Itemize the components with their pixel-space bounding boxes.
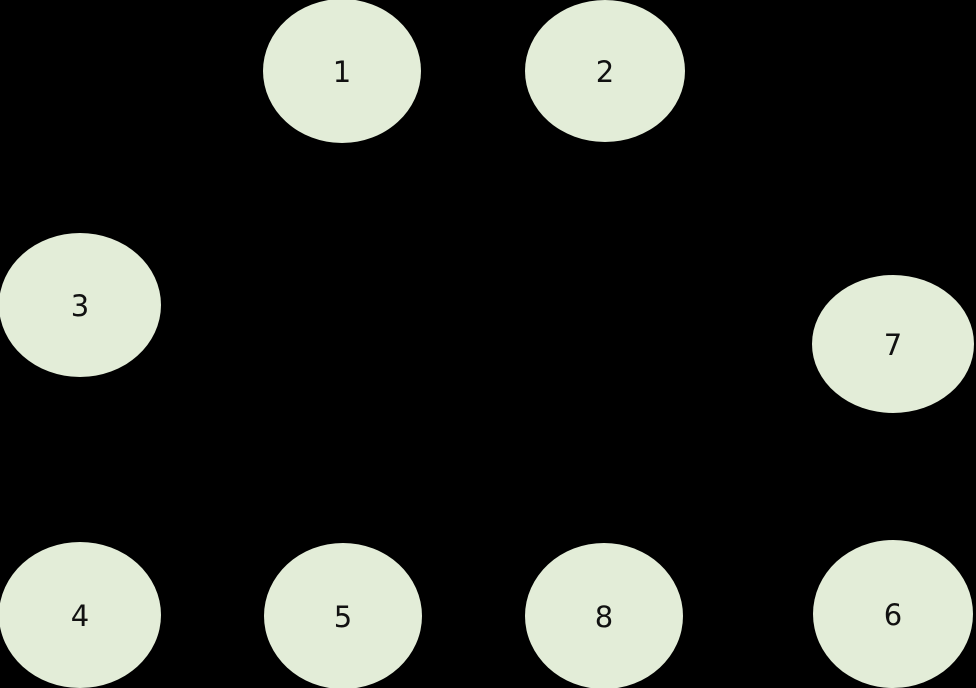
graph-node-7[interactable]: 7 <box>812 275 974 413</box>
node-label-5: 5 <box>334 600 352 634</box>
graph-node-1[interactable]: 1 <box>263 0 421 143</box>
node-label-2: 2 <box>596 55 614 89</box>
graph-node-3[interactable]: 3 <box>0 233 161 377</box>
graph-node-5[interactable]: 5 <box>264 543 422 688</box>
node-label-7: 7 <box>884 328 902 362</box>
graph-node-6[interactable]: 6 <box>813 540 973 688</box>
graph-node-4[interactable]: 4 <box>0 542 161 688</box>
node-shape-8[interactable] <box>525 543 683 688</box>
node-label-8: 8 <box>595 600 613 634</box>
node-label-1: 1 <box>333 55 351 89</box>
node-shape-5[interactable] <box>264 543 422 688</box>
node-shape-2[interactable] <box>525 0 685 142</box>
node-shape-3[interactable] <box>0 233 161 377</box>
node-label-4: 4 <box>71 599 89 633</box>
node-label-3: 3 <box>71 289 89 323</box>
node-label-6: 6 <box>884 598 902 632</box>
node-shape-7[interactable] <box>812 275 974 413</box>
node-shape-1[interactable] <box>263 0 421 143</box>
graph-node-2[interactable]: 2 <box>525 0 685 142</box>
graph-node-8[interactable]: 8 <box>525 543 683 688</box>
node-shape-6[interactable] <box>813 540 973 688</box>
node-shape-4[interactable] <box>0 542 161 688</box>
